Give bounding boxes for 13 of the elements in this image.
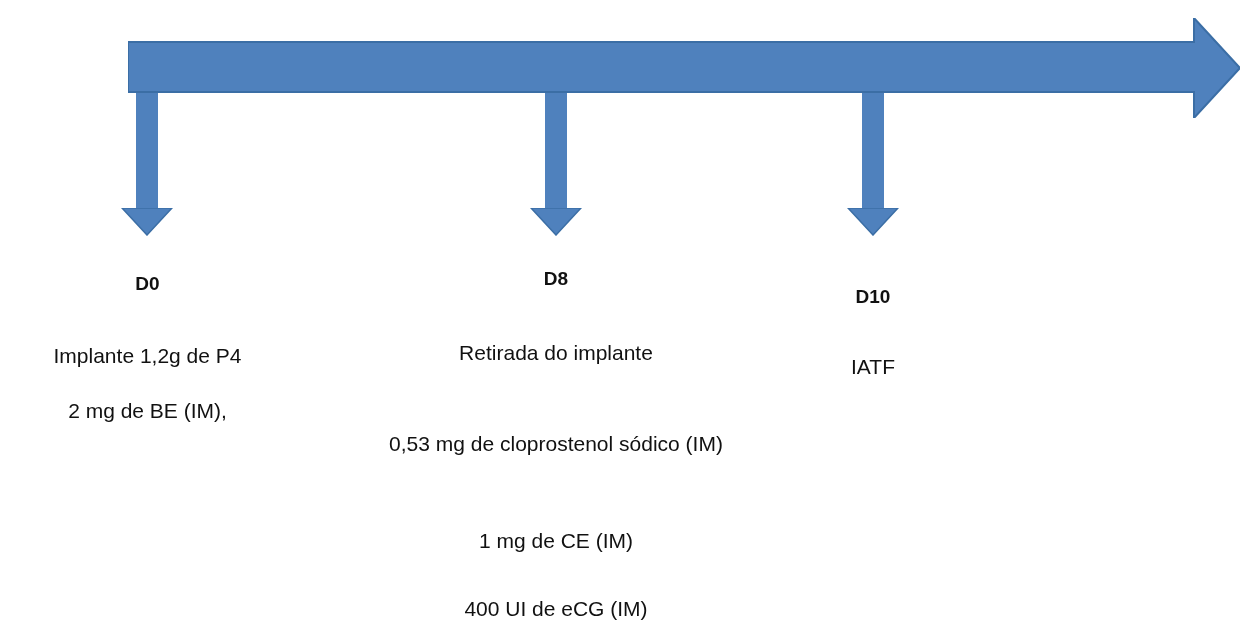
step-text: IATF — [850, 353, 896, 380]
step-text: Implante 1,2g de P4 — [52, 342, 243, 369]
down-arrow — [847, 92, 899, 236]
step-text: 400 UI de eCG (IM) — [463, 595, 649, 622]
down-arrow — [121, 92, 173, 236]
step-text: 1 mg de CE (IM) — [477, 527, 634, 554]
step-text: 2 mg de BE (IM), — [67, 397, 228, 424]
day-label: D8 — [542, 266, 570, 291]
down-arrow — [530, 92, 582, 236]
step-text: 0,53 mg de cloprostenol sódico (IM) — [388, 430, 724, 457]
day-label: D10 — [854, 284, 892, 309]
step-text: Retirada do implante — [458, 339, 654, 366]
day-label: D0 — [134, 271, 161, 296]
